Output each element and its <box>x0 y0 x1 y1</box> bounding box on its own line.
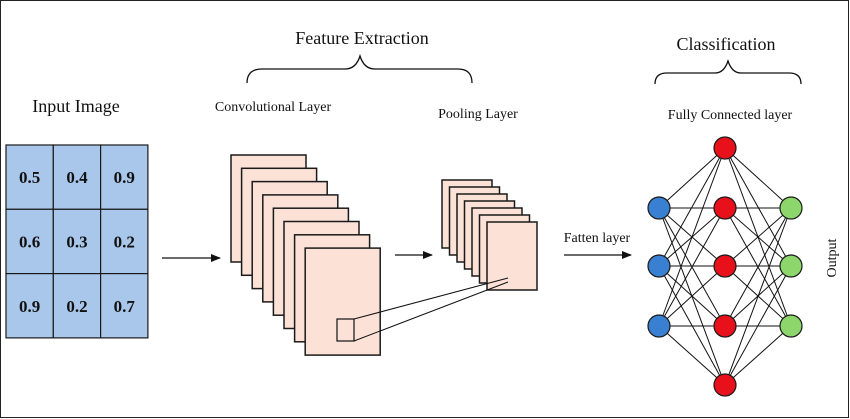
grid-cell-value: 0.2 <box>66 297 87 316</box>
fully-connected-nodes <box>647 136 803 397</box>
grid-cell-value: 0.9 <box>19 297 40 316</box>
grid-cell <box>52 273 102 339</box>
hidden-node <box>713 196 737 220</box>
grid-cell-value: 0.6 <box>19 232 40 251</box>
input-node <box>647 196 671 220</box>
grid-cell-value: 0.7 <box>114 297 136 316</box>
grid-cell <box>99 208 149 275</box>
pooling-feature-maps <box>441 179 538 291</box>
nn-edge <box>658 325 726 386</box>
pooling-layer-label: Pooling Layer <box>438 107 518 122</box>
output-node <box>779 314 803 338</box>
projection-line-top <box>353 277 509 320</box>
hidden-node <box>713 136 737 160</box>
nn-edge <box>724 207 792 327</box>
fully-connected-edges <box>658 147 792 386</box>
fully-connected-layer-label: Fully Connected layer <box>668 108 793 123</box>
classification-title: Classification <box>677 34 776 54</box>
nn-edge <box>724 147 792 209</box>
grid-cell <box>52 144 102 210</box>
output-node <box>779 196 803 220</box>
input-node <box>647 314 671 338</box>
nn-edge <box>658 147 726 327</box>
grid-cell-value: 0.9 <box>114 168 135 187</box>
nn-edge <box>724 207 792 267</box>
grid-cell-value: 0.4 <box>66 168 88 187</box>
nn-edge <box>724 207 792 386</box>
hidden-node <box>713 314 737 338</box>
fatten-layer-label: Fatten layer <box>564 231 631 246</box>
input-image-title: Input Image <box>32 96 119 116</box>
conv-feature-map <box>304 247 381 356</box>
grid-cell <box>99 144 149 210</box>
feature-extraction-brace <box>246 53 473 84</box>
receptive-field-box <box>336 318 355 342</box>
output-node <box>779 254 803 278</box>
nn-edge <box>658 207 726 327</box>
grid-cell <box>5 273 54 339</box>
nn-edge <box>724 325 792 386</box>
input-image-grid: 0.5 0.4 0.9 0.6 0.3 0.2 0.9 0.2 0.7 <box>5 144 149 339</box>
nn-edge <box>724 147 792 267</box>
hidden-node <box>713 373 737 397</box>
convolutional-feature-maps <box>230 154 381 356</box>
grid-cell <box>5 208 54 275</box>
pool-feature-map <box>486 221 538 291</box>
feature-extraction-title: Feature Extraction <box>295 28 428 48</box>
nn-edge <box>724 265 792 386</box>
grid-cell-value: 0.2 <box>114 232 135 251</box>
grid-cell-value: 0.3 <box>66 232 87 251</box>
nn-edge <box>658 147 726 209</box>
hidden-node <box>713 254 737 278</box>
projection-line-bottom <box>353 281 509 342</box>
output-label: Output <box>825 238 840 277</box>
classification-brace <box>654 58 802 85</box>
convolutional-layer-label: Convolutional Layer <box>215 100 332 115</box>
grid-cell <box>99 273 149 339</box>
grid-cell-value: 0.5 <box>19 168 40 187</box>
nn-edge <box>658 265 726 327</box>
input-node <box>647 254 671 278</box>
nn-edge <box>658 147 726 267</box>
